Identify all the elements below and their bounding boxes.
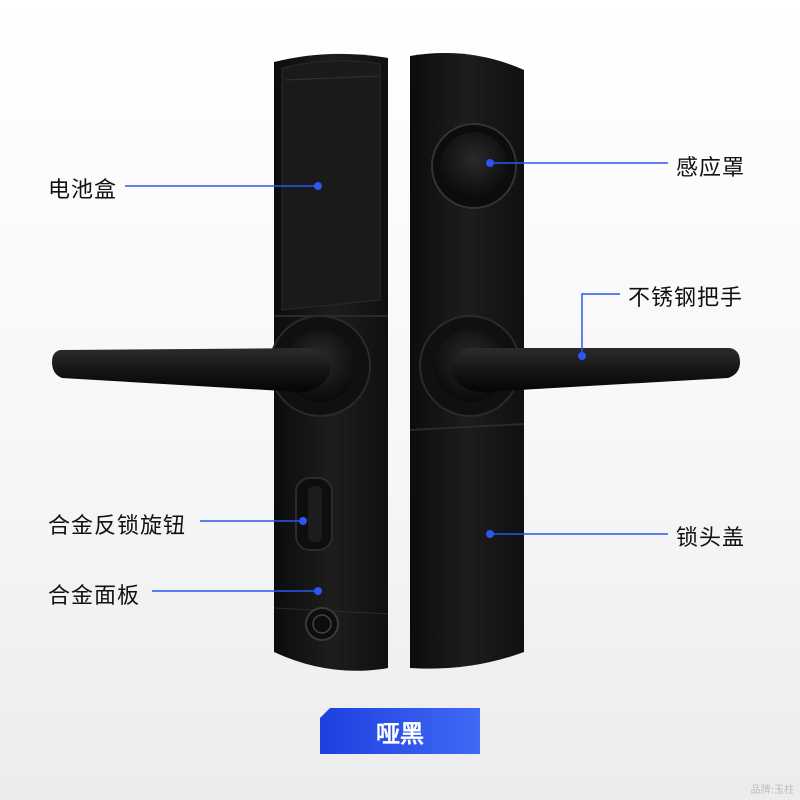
knob-label: 合金反锁旋钮 <box>48 514 187 539</box>
lock-cover-label: 锁头盖 <box>676 526 746 551</box>
lock-cover-dot <box>486 530 494 538</box>
outer-lock-panel <box>409 53 740 669</box>
panel-dot <box>314 587 322 595</box>
inner-handle <box>52 348 331 392</box>
knob-dot <box>299 517 307 525</box>
brand-watermark: 品牌:玉柱 <box>750 785 794 796</box>
inner-lock-panel <box>52 53 389 671</box>
battery-box-dot <box>314 182 322 190</box>
battery-cover <box>281 60 381 311</box>
handle-dot <box>578 352 586 360</box>
key-cylinder <box>305 607 339 641</box>
outer-handle <box>451 348 740 392</box>
sensor-cover-label: 感应罩 <box>676 156 746 181</box>
handle-label: 不锈钢把手 <box>628 286 744 311</box>
sensor-cover-dot <box>486 159 494 167</box>
callouts <box>125 159 668 595</box>
battery-box-label: 电池盒 <box>48 178 118 203</box>
panel-label: 合金面板 <box>48 584 141 609</box>
color-badge: 哑黑 <box>320 708 480 754</box>
